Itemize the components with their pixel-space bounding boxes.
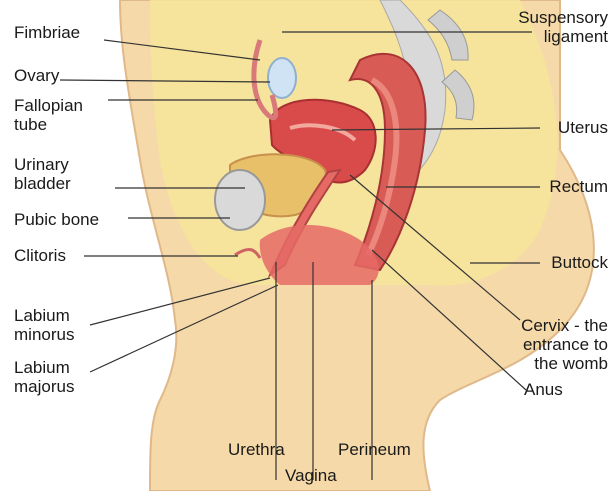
label-uterus: Uterus [558, 118, 608, 137]
label-labium-minorus: Labium minorus [14, 306, 74, 344]
pubic-bone-shape [215, 170, 265, 230]
label-buttock: Buttock [551, 253, 608, 272]
label-labium-majorus: Labium majorus [14, 358, 74, 396]
label-ovary: Ovary [14, 66, 59, 85]
label-cervix: Cervix - the entrance to the womb [521, 316, 608, 373]
label-urinary-bladder: Urinary bladder [14, 155, 71, 193]
label-urethra: Urethra [228, 440, 285, 459]
label-perineum: Perineum [338, 440, 411, 459]
label-vagina: Vagina [285, 466, 337, 485]
label-clitoris: Clitoris [14, 246, 66, 265]
label-pubic-bone: Pubic bone [14, 210, 99, 229]
label-anus: Anus [524, 380, 563, 399]
label-fimbriae: Fimbriae [14, 23, 80, 42]
label-rectum: Rectum [549, 177, 608, 196]
ovary-shape [268, 58, 296, 98]
label-suspensory-ligament: Suspensory ligament [518, 8, 608, 46]
label-fallopian-tube: Fallopian tube [14, 96, 83, 134]
